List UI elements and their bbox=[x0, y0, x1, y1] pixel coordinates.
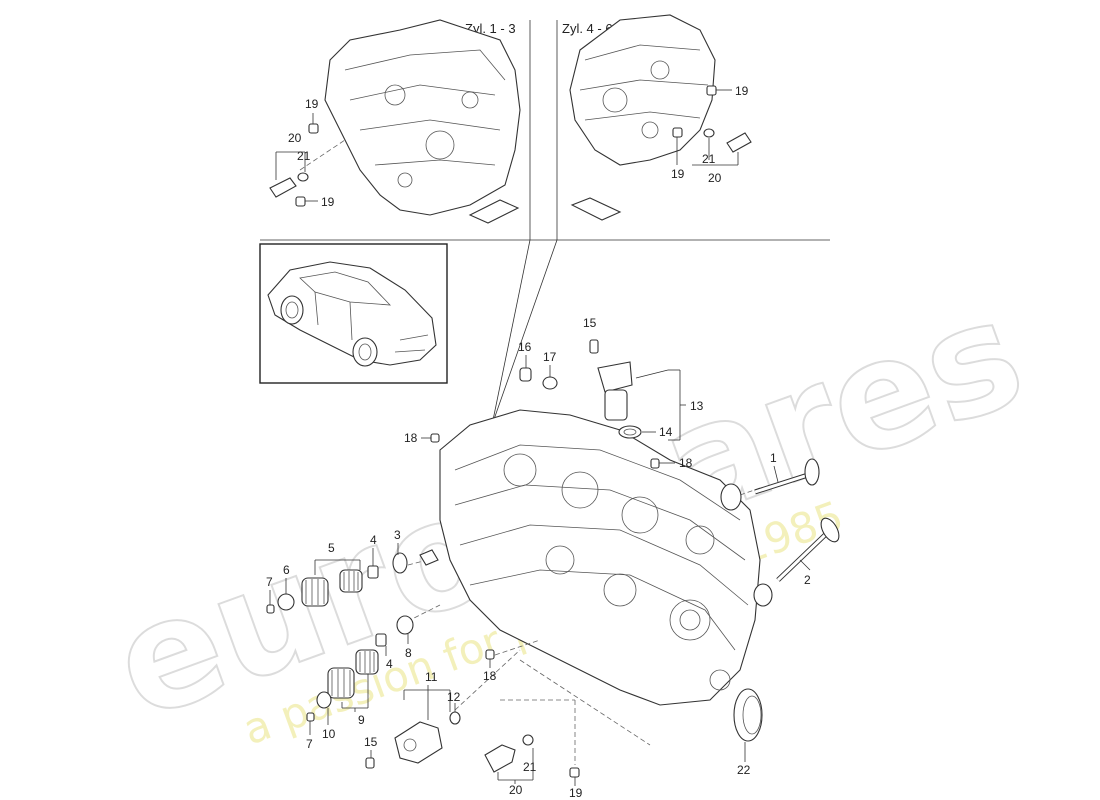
callout-15-b: 15 bbox=[364, 735, 378, 749]
seal-ring-12 bbox=[449, 711, 461, 725]
valve-guide-upper bbox=[419, 549, 439, 566]
solenoid-11-group bbox=[365, 685, 461, 769]
direction-arrow-left bbox=[468, 199, 520, 224]
upper-spring-group bbox=[266, 543, 439, 614]
plugs-18 bbox=[421, 433, 675, 668]
callout-4-b: 4 bbox=[386, 657, 393, 671]
seal-8 bbox=[396, 615, 414, 635]
plug-19-b bbox=[295, 196, 306, 207]
plug-19-c bbox=[706, 85, 717, 96]
vehicle-inset bbox=[259, 243, 448, 384]
callout-19-c: 19 bbox=[735, 84, 749, 98]
solenoid-coil-13 bbox=[604, 389, 628, 421]
oil-nozzle-20-b bbox=[726, 132, 752, 153]
callout-7-b: 7 bbox=[306, 737, 313, 751]
cap-16-seal-17 bbox=[519, 355, 558, 390]
top-left-small-parts bbox=[269, 113, 346, 207]
oil-nozzle-20-c bbox=[484, 744, 516, 773]
screw-15-b bbox=[365, 757, 375, 769]
valve-seat-ring-2 bbox=[753, 583, 773, 607]
direction-arrow-right bbox=[570, 197, 622, 221]
callout-14: 14 bbox=[659, 425, 673, 439]
spring-seat-6 bbox=[277, 593, 295, 611]
callout-21-a: 21 bbox=[297, 149, 311, 163]
callout-1: 1 bbox=[770, 451, 777, 465]
plug-18-a bbox=[430, 433, 440, 443]
keeper-4-b bbox=[375, 633, 387, 647]
callout-2: 2 bbox=[804, 573, 811, 587]
callout-5: 5 bbox=[328, 541, 335, 555]
valve-head-2 bbox=[820, 517, 840, 543]
keeper-4-a bbox=[367, 565, 379, 579]
spring-5-inner bbox=[339, 569, 363, 593]
spring-seat-10 bbox=[316, 691, 332, 709]
callout-19-d: 19 bbox=[671, 167, 685, 181]
callout-18-b: 18 bbox=[679, 456, 693, 470]
callout-7-a: 7 bbox=[266, 575, 273, 589]
callout-19-b: 19 bbox=[321, 195, 335, 209]
seal-22 bbox=[733, 688, 763, 762]
callout-19-a: 19 bbox=[305, 97, 319, 111]
spring-9-outer bbox=[327, 667, 355, 699]
callout-18-c: 18 bbox=[483, 669, 497, 683]
callout-11: 11 bbox=[425, 670, 438, 684]
callout-6: 6 bbox=[283, 563, 290, 577]
plug-19-d bbox=[672, 127, 683, 138]
seal-3 bbox=[392, 552, 408, 574]
seal-ring-14 bbox=[618, 425, 642, 439]
zyl-4-6-header: Zyl. 4 - 6 bbox=[562, 21, 613, 36]
plug-18-b bbox=[650, 458, 660, 469]
engine-block-right-view bbox=[569, 14, 716, 166]
callout-4-a: 4 bbox=[370, 533, 377, 547]
callout-21-c: 21 bbox=[523, 760, 537, 774]
oil-nozzle-20-a bbox=[269, 177, 297, 198]
layout-lines bbox=[260, 20, 830, 426]
solenoid-body-11 bbox=[394, 721, 443, 764]
cylinder-head-main bbox=[439, 409, 761, 706]
valve-2 bbox=[753, 517, 840, 607]
top-right-small-parts bbox=[672, 85, 752, 166]
shim-7-a bbox=[266, 604, 275, 614]
lower-spring-group bbox=[306, 615, 414, 735]
bottom-nozzle-group bbox=[484, 734, 580, 786]
callout-21-b: 21 bbox=[702, 152, 716, 166]
spring-5-outer bbox=[301, 577, 329, 607]
callout-20-a: 20 bbox=[288, 131, 302, 145]
cap-16 bbox=[519, 367, 532, 382]
plug-18-c bbox=[485, 649, 495, 660]
callout-8: 8 bbox=[405, 646, 412, 660]
callout-22: 22 bbox=[737, 763, 751, 777]
solenoid-body-13 bbox=[597, 361, 633, 393]
callout-16: 16 bbox=[518, 340, 532, 354]
valve-seat-ring-1 bbox=[720, 483, 742, 511]
valve-1 bbox=[720, 458, 820, 511]
callout-20-b: 20 bbox=[708, 171, 722, 185]
callout-15-a: 15 bbox=[583, 316, 597, 330]
screw-15-a bbox=[589, 339, 599, 354]
plug-19-a bbox=[308, 123, 319, 134]
seal-ring-21-c bbox=[522, 734, 534, 746]
plug-19-e bbox=[569, 767, 580, 778]
engine-block-left-view bbox=[324, 19, 521, 216]
callout-20-c: 20 bbox=[509, 783, 523, 797]
spring-9-inner bbox=[355, 649, 379, 675]
callout-12: 12 bbox=[447, 690, 461, 704]
solenoid-13-group bbox=[589, 339, 686, 441]
callout-9: 9 bbox=[358, 713, 365, 727]
callout-13: 13 bbox=[690, 399, 704, 413]
callout-17: 17 bbox=[543, 350, 557, 364]
callout-18-a: 18 bbox=[404, 431, 418, 445]
shim-7-b bbox=[306, 712, 315, 722]
seal-ring-21-b bbox=[703, 128, 715, 138]
car-icon bbox=[267, 261, 437, 367]
callout-19-e: 19 bbox=[569, 786, 583, 800]
seal-17 bbox=[542, 376, 558, 390]
seal-ring-21-a bbox=[297, 172, 309, 182]
callout-10: 10 bbox=[322, 727, 336, 741]
valve-head-1 bbox=[804, 458, 820, 486]
callout-3: 3 bbox=[394, 528, 401, 542]
